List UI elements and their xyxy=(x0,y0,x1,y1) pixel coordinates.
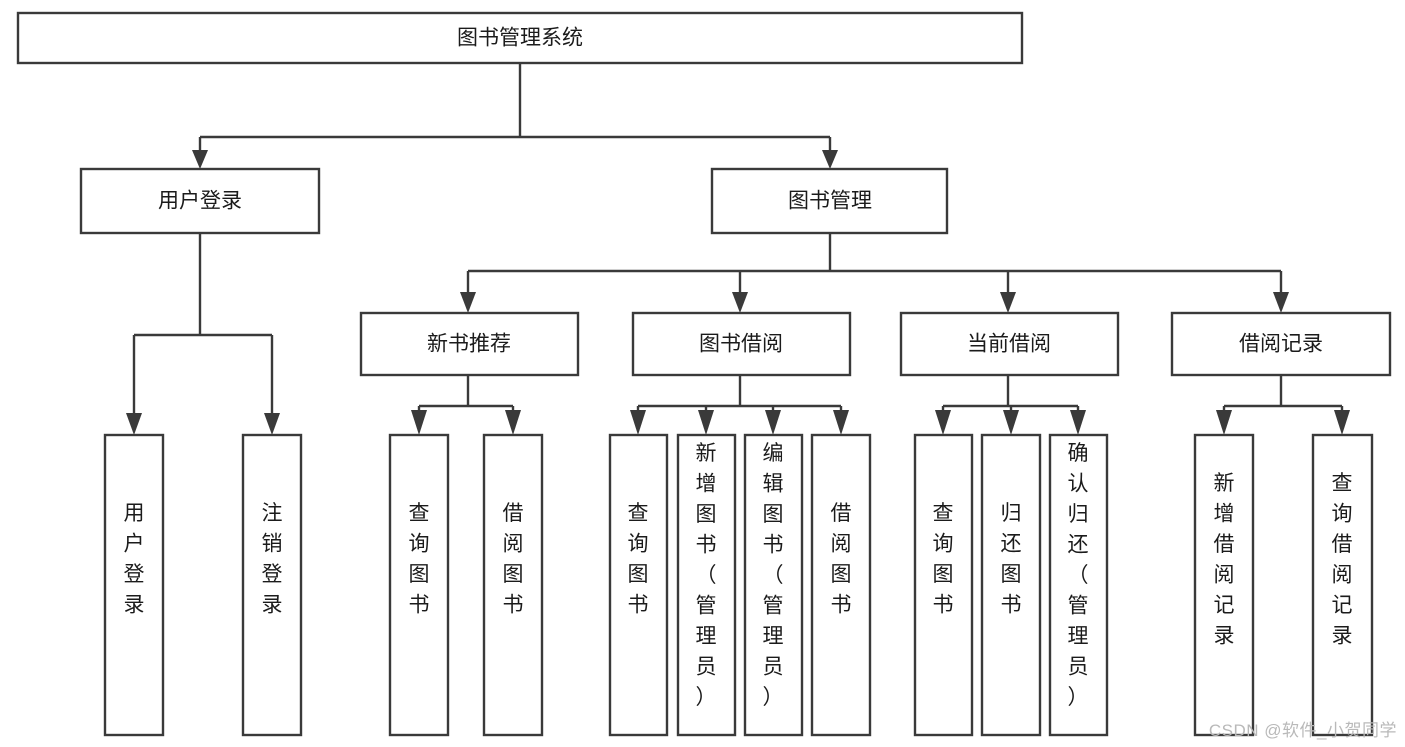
arrow-head-leaf-2 xyxy=(411,410,427,435)
node-new-book-recommend-box[interactable] xyxy=(359,311,580,377)
node-leaf-borrow-book-1-label: 借阅图书 xyxy=(503,502,524,617)
node-borrow-record-box[interactable] xyxy=(1170,311,1392,377)
node-leaf-borrow-book-2-box[interactable] xyxy=(810,433,872,737)
connector-group-bookmgmt-to-level3 xyxy=(460,233,1289,313)
node-leaf-user-login-box[interactable] xyxy=(103,433,165,737)
node-new-book-recommend[interactable]: 新书推荐 xyxy=(359,311,580,377)
node-book-management-label: 图书管理 xyxy=(788,190,872,213)
node-leaf-return-book[interactable]: 归还图书 xyxy=(980,433,1042,737)
arrow-head-leaf-11 xyxy=(1216,410,1232,435)
arrow-head-leaf-12 xyxy=(1334,410,1350,435)
arrow-head-user-login xyxy=(192,150,208,169)
node-new-book-recommend-label: 新书推荐 xyxy=(427,333,511,356)
arrow-head-book-mgmt xyxy=(822,150,838,169)
connector-group-current-to-leaves xyxy=(935,375,1086,435)
node-current-borrow-label: 当前借阅 xyxy=(967,333,1051,356)
node-leaf-edit-book[interactable]: 编辑图书（管理员） xyxy=(743,433,804,737)
node-book-management[interactable]: 图书管理 xyxy=(710,167,949,235)
connector-group-borrow-to-leaves xyxy=(630,375,849,435)
node-leaf-query-book-2-label: 查询图书 xyxy=(628,502,649,617)
node-leaf-query-record-box[interactable] xyxy=(1311,433,1374,737)
arrow-head-leaf-8 xyxy=(935,410,951,435)
node-leaf-query-record[interactable]: 查询借阅记录 xyxy=(1311,433,1374,737)
connector-group-root-to-level2 xyxy=(192,63,838,169)
node-leaf-query-record-label: 查询借阅记录 xyxy=(1332,472,1353,648)
node-leaf-logout-label: 注销登录 xyxy=(262,502,283,617)
node-leaf-confirm-return-label: 确认归还（管理员） xyxy=(1068,442,1089,709)
node-leaf-edit-book-box[interactable] xyxy=(743,433,804,737)
node-user-login-label: 用户登录 xyxy=(158,190,242,213)
arrow-head-leaf-3 xyxy=(505,410,521,435)
arrow-head-record xyxy=(1273,292,1289,313)
node-leaf-confirm-return-box[interactable] xyxy=(1048,433,1109,737)
node-leaf-borrow-book-1[interactable]: 借阅图书 xyxy=(482,433,544,737)
node-book-borrow-box[interactable] xyxy=(631,311,852,377)
node-leaf-query-book-1[interactable]: 查询图书 xyxy=(388,433,450,737)
arrow-head-leaf-5 xyxy=(698,410,714,435)
node-leaf-return-book-label: 归还图书 xyxy=(1001,502,1022,617)
arrow-head-leaf-0 xyxy=(126,413,142,435)
node-current-borrow[interactable]: 当前借阅 xyxy=(899,311,1120,377)
node-borrow-record-label: 借阅记录 xyxy=(1239,333,1323,356)
arrow-head-new-book xyxy=(460,292,476,313)
node-leaf-add-record[interactable]: 新增借阅记录 xyxy=(1193,433,1255,737)
connector-group-record-to-leaves xyxy=(1216,375,1350,435)
node-root[interactable]: 图书管理系统 xyxy=(16,11,1024,65)
node-leaf-user-login-label: 用户登录 xyxy=(124,502,145,617)
node-leaf-query-book-1-label: 查询图书 xyxy=(409,502,430,617)
node-root-label: 图书管理系统 xyxy=(457,27,583,50)
node-leaf-query-book-3-box[interactable] xyxy=(913,433,974,737)
watermark-label: CSDN @软件_小贺同学 xyxy=(1208,721,1397,740)
arrow-head-leaf-9 xyxy=(1003,410,1019,435)
node-leaf-add-record-label: 新增借阅记录 xyxy=(1214,472,1235,648)
arrow-head-leaf-4 xyxy=(630,410,646,435)
node-book-management-box[interactable] xyxy=(710,167,949,235)
node-leaf-borrow-book-2[interactable]: 借阅图书 xyxy=(810,433,872,737)
arrow-head-current xyxy=(1000,292,1016,313)
node-root-box[interactable] xyxy=(16,11,1024,65)
node-leaf-add-book[interactable]: 新增图书（管理员） xyxy=(676,433,737,737)
node-leaf-return-book-box[interactable] xyxy=(980,433,1042,737)
node-leaf-user-login[interactable]: 用户登录 xyxy=(103,433,165,737)
node-leaf-borrow-book-2-label: 借阅图书 xyxy=(831,502,852,617)
arrow-head-leaf-1 xyxy=(264,413,280,435)
node-leaf-query-book-3[interactable]: 查询图书 xyxy=(913,433,974,737)
node-borrow-record[interactable]: 借阅记录 xyxy=(1170,311,1392,377)
connector-group-newbook-to-leaves xyxy=(411,375,521,435)
connector-group-userlogin-to-leaves xyxy=(126,233,280,435)
arrow-head-leaf-6 xyxy=(765,410,781,435)
node-leaf-logout-box[interactable] xyxy=(241,433,303,737)
node-current-borrow-box[interactable] xyxy=(899,311,1120,377)
node-leaf-add-book-box[interactable] xyxy=(676,433,737,737)
arrow-head-leaf-7 xyxy=(833,410,849,435)
node-leaf-confirm-return[interactable]: 确认归还（管理员） xyxy=(1048,433,1109,737)
node-user-login-box[interactable] xyxy=(79,167,321,235)
node-leaf-borrow-book-1-box[interactable] xyxy=(482,433,544,737)
node-leaf-query-book-1-box[interactable] xyxy=(388,433,450,737)
node-leaf-query-book-3-label: 查询图书 xyxy=(933,502,954,617)
node-book-borrow[interactable]: 图书借阅 xyxy=(631,311,852,377)
arrow-head-borrow xyxy=(732,292,748,313)
node-user-login[interactable]: 用户登录 xyxy=(79,167,321,235)
node-leaf-edit-book-label: 编辑图书（管理员） xyxy=(763,442,784,709)
node-book-borrow-label: 图书借阅 xyxy=(699,333,783,356)
node-leaf-logout[interactable]: 注销登录 xyxy=(241,433,303,737)
node-leaf-query-book-2[interactable]: 查询图书 xyxy=(608,433,669,737)
node-leaf-query-book-2-box[interactable] xyxy=(608,433,669,737)
arrow-head-leaf-10 xyxy=(1070,410,1086,435)
node-leaf-add-record-box[interactable] xyxy=(1193,433,1255,737)
node-leaf-add-book-label: 新增图书（管理员） xyxy=(696,442,717,709)
